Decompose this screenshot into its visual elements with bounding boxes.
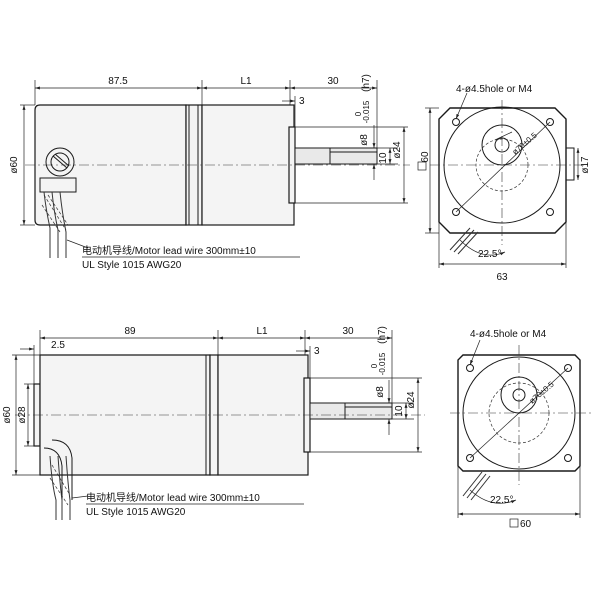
top-flange-square: 60 [420,151,431,163]
top-flange-holes: 4-ø4.5hole or M4 [456,84,533,95]
bottom-flange-square: 60 [520,519,532,530]
top-dim-d24: ø24 [392,141,403,159]
top-dim-tol-class: (h7) [361,74,372,92]
top-dim-shaft-dia: ø8 [359,134,370,146]
top-wire-label-1: 电动机导线/Motor lead wire 300mm±10 [82,244,256,257]
bottom-flange-holes: 4-ø4.5hole or M4 [470,329,547,340]
top-dim-10: 10 [378,152,389,164]
bottom-dim-key: 3 [314,346,320,357]
top-dim-height: ø60 [9,156,20,174]
bottom-dim-tol-lower: -0.015 [378,352,387,375]
bottom-motor-side-view: 89 L1 30 2.5 3 ø60 ø28 ø8 0 -0.015 (h7) … [2,326,425,520]
bottom-dim-shaft-length: 30 [342,326,354,337]
bottom-dim-shaft-dia: ø8 [375,386,386,398]
bottom-mount-hole [466,364,474,372]
top-dim-l1: L1 [240,76,252,87]
bottom-dim-pilot: 2.5 [51,340,65,351]
bottom-mount-hole [564,454,572,462]
top-flange-width: 63 [496,272,508,283]
bottom-dim-height: ø60 [2,406,13,424]
top-mount-hole [546,118,554,126]
bottom-dim-tol-class: (h7) [377,326,388,344]
bottom-dim-l1: L1 [256,326,268,337]
top-dim-key: 3 [299,96,305,107]
top-mount-hole [452,208,460,216]
bottom-wire-label-1: 电动机导线/Motor lead wire 300mm±10 [86,491,260,504]
bottom-mount-hole [466,454,474,462]
top-flange-front-view: 4-ø4.5hole or M4 ø70±0.5 60 ø17 22.5° 63 [417,84,591,283]
top-output-shaft [294,147,378,165]
top-dim-tol-lower: -0.015 [362,100,371,123]
bottom-dim-10: 10 [394,405,405,417]
bottom-dim-tol-upper: 0 [370,363,379,368]
bottom-flange-outline [457,354,581,472]
top-flange-boss: ø17 [580,156,591,174]
top-dim-body: 87.5 [108,76,128,87]
top-dim-shaft-length: 30 [327,76,339,87]
bottom-flange-pcd: ø70±0.5 [528,379,557,405]
top-flange-angle: 22.5° [478,249,501,260]
top-flange-outline [438,107,567,234]
bottom-dim-body: 89 [124,326,136,337]
bottom-flange-angle: 22.5° [490,495,513,506]
top-cable-gland [45,147,75,177]
top-flange-pcd: ø70±0.5 [511,130,540,156]
bottom-dim-pilot-dia: ø28 [17,406,28,424]
bottom-dim-d24: ø24 [406,391,417,409]
bottom-mount-hole [564,364,572,372]
top-mount-hole [546,208,554,216]
top-mount-hole [452,118,460,126]
bottom-flange-front-view: 4-ø4.5hole or M4 ø70±0.5 22.5° 60 [450,329,592,530]
top-motor-side-view: 87.5 L1 30 3 ø60 ø8 0 -0.015 (h7) 10 ø24… [9,74,410,271]
top-dim-tol-upper: 0 [354,111,363,116]
top-wire-label-2: UL Style 1015 AWG20 [82,260,182,271]
bottom-output-shaft [309,402,393,420]
bottom-wire-label-2: UL Style 1015 AWG20 [86,507,186,518]
